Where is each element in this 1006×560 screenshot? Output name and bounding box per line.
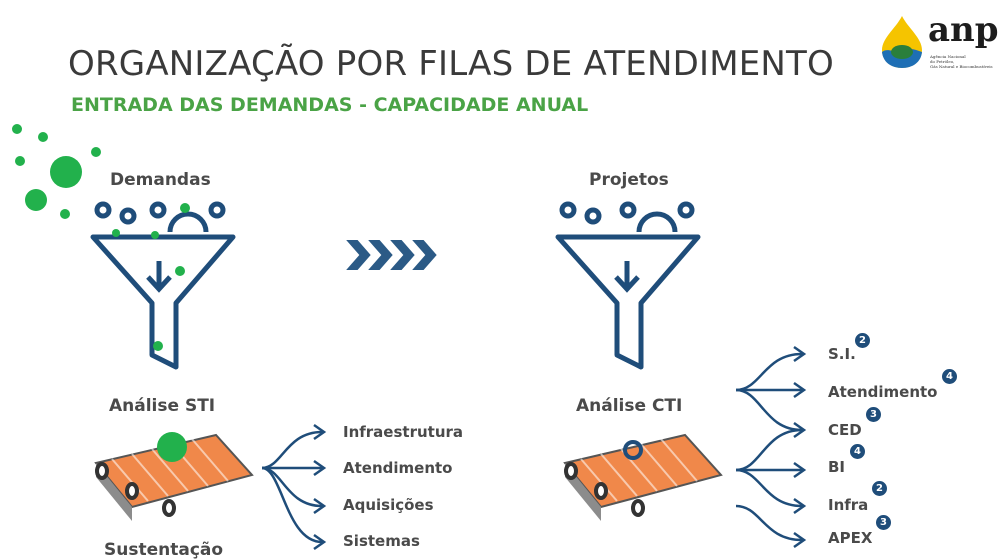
badge-si: 2	[855, 333, 870, 348]
branch-sistemas: Sistemas	[343, 532, 420, 550]
logo-sub-3: Gás Natural e Biocombustíveis	[930, 64, 993, 69]
badge-atendimento: 4	[942, 369, 957, 384]
funnel-icon-left	[90, 201, 236, 370]
page-title: ORGANIZAÇÃO POR FILAS DE ATENDIMENTO	[68, 44, 834, 84]
funnel-icon-right	[555, 201, 701, 370]
logo-text: anp	[928, 10, 999, 50]
droplet-icon	[882, 16, 922, 68]
analise-cti-label: Análise CTI	[576, 396, 683, 416]
analise-sti-label: Análise STI	[109, 396, 216, 416]
branch-aquisicoes: Aquisições	[343, 496, 434, 514]
badge-infra: 2	[872, 481, 887, 496]
logo-sub-2: do Petróleo,	[930, 59, 955, 64]
projetos-label: Projetos	[589, 170, 669, 190]
demandas-label: Demandas	[110, 170, 211, 190]
sustentacao-label: Sustentação	[104, 540, 224, 560]
branch-arrows-left	[262, 423, 327, 551]
branch-apex: APEX	[828, 529, 873, 547]
branch-si: S.I.	[828, 345, 856, 363]
green-dots-decoration	[12, 124, 101, 219]
anp-logo: anp Agência Nacional do Petróleo, Gás Na…	[878, 10, 1006, 74]
branch-infra: Infra	[828, 496, 869, 514]
badge-ced: 3	[866, 407, 881, 422]
page-subtitle: ENTRADA DAS DEMANDAS - CAPACIDADE ANUAL	[71, 94, 589, 116]
branch-ced: CED	[828, 421, 862, 439]
badge-bi: 4	[850, 444, 865, 459]
branch-bi: BI	[828, 458, 846, 476]
branch-atendimento: Atendimento	[343, 459, 453, 477]
conveyor-belt-right	[563, 433, 723, 521]
logo-sub-1: Agência Nacional	[930, 54, 966, 59]
badge-apex: 3	[876, 515, 891, 530]
conveyor-belt-left	[94, 432, 254, 521]
branch-arrows-right	[736, 345, 807, 549]
branch-infraestrutura: Infraestrutura	[343, 423, 464, 441]
branch-atendimento-cti: Atendimento	[828, 383, 938, 401]
chevron-arrows-icon	[342, 238, 440, 272]
